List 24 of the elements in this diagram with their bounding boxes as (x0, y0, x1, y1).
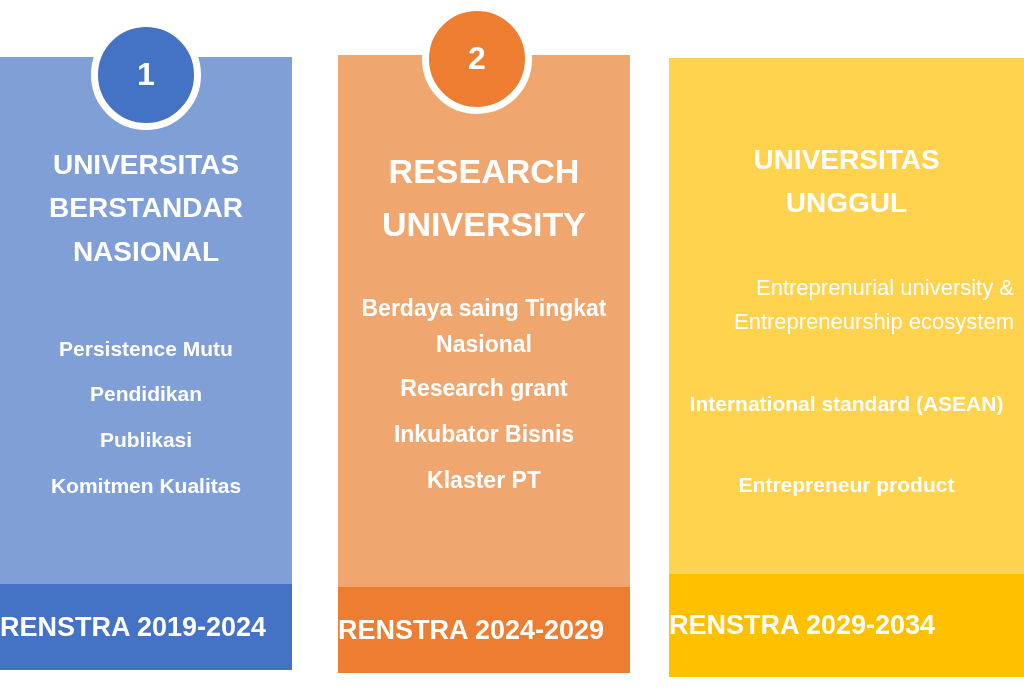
stage-item: Berdaya saing Tingkat Nasional (360, 294, 608, 359)
stage-title: UNIVERSITAS UNGGUL (752, 143, 941, 221)
stage-item: Inkubator Bisnis (392, 420, 576, 449)
stage-title: UNIVERSITAS BERSTANDAR NASIONAL (48, 148, 244, 269)
period-band (0, 584, 292, 670)
stage-panel (0, 57, 292, 670)
stage-item: Research grant (399, 374, 569, 403)
stage-panel (669, 58, 1024, 677)
period-label: RENSTRA 2029-2034 (669, 609, 936, 642)
step-number: 2 (468, 41, 486, 77)
stage-title: RESEARCH UNIVERSITY (380, 151, 587, 245)
period-band (669, 574, 1024, 677)
period-label: RENSTRA 2019-2024 (0, 610, 267, 644)
period-label: RENSTRA 2024-2029 (338, 613, 605, 647)
stage-item: Pendidikan (89, 381, 203, 407)
stage-item: Persistence Mutu (58, 336, 234, 362)
stage-item: Entreprenurial university & Entrepreneurship ecosystem (732, 274, 1014, 337)
stage-item: International standard (ASEAN) (689, 391, 1004, 417)
period-band (338, 587, 630, 673)
stage-item: Entrepreneur product (737, 472, 956, 498)
stage-item: Publikasi (98, 427, 194, 453)
step-number: 1 (137, 57, 155, 93)
stage-item: Komitmen Kualitas (49, 473, 243, 499)
stage-item: Klaster PT (426, 466, 542, 495)
